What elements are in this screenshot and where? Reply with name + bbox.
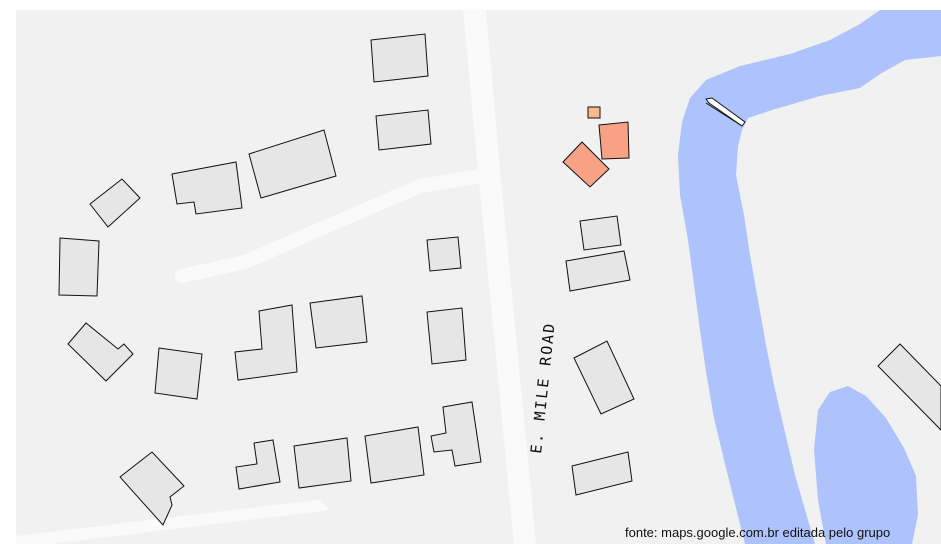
highlighted-building [598,121,630,160]
bottom-lane [16,500,330,544]
building [571,451,633,496]
building [579,215,622,251]
building [119,451,185,526]
main-road [463,10,536,544]
building [58,237,100,297]
building [293,437,352,489]
building [375,109,432,151]
bridge-rail [705,102,743,127]
building [426,307,467,365]
building [430,401,482,467]
building [235,439,281,490]
map-credit: fonte: maps.google.com.br editada pelo g… [625,525,891,540]
side-street [175,168,495,283]
building [234,304,298,381]
highlighted-building-small [587,106,601,119]
building [248,129,337,199]
pond [814,386,918,544]
building [877,343,941,431]
building [89,178,141,228]
building [565,250,631,292]
building [67,322,134,382]
building [364,426,425,484]
building [370,33,429,83]
building [573,340,635,415]
building [154,347,203,400]
building [171,161,243,215]
building [426,236,462,272]
building [309,295,368,349]
river [678,10,941,544]
highlighted-building [562,141,610,188]
bridge [705,97,746,127]
